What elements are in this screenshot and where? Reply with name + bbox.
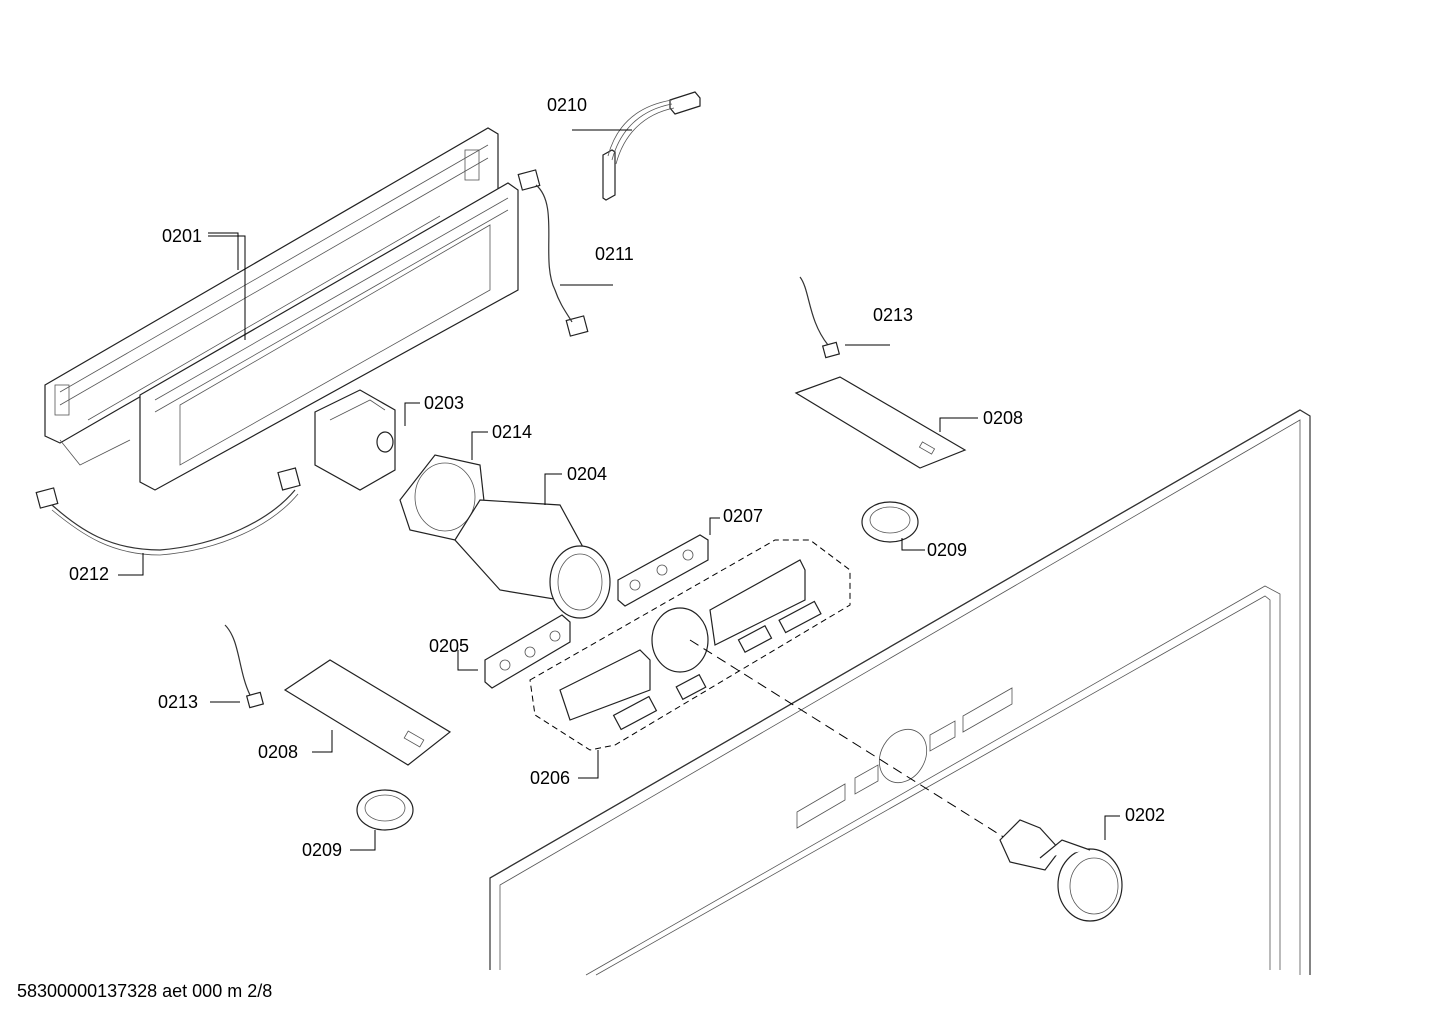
callout-0207: 0207 (723, 506, 763, 526)
board-0208-top (794, 376, 967, 469)
ring-0209-bottom (356, 789, 414, 831)
callout-0210: 0210 (547, 95, 587, 115)
ring-0209-top (861, 501, 919, 543)
bracket-0203 (314, 389, 396, 491)
switch-board-0207 (617, 534, 709, 607)
button-assembly-0206 (529, 539, 851, 751)
callout-0209-bottom: 0209 (302, 840, 342, 860)
sensor-0213-top (799, 276, 841, 359)
callout-0213-top: 0213 (873, 305, 913, 325)
callout-0206: 0206 (530, 768, 570, 788)
callout-0205: 0205 (429, 636, 469, 656)
switch-board-0205 (484, 614, 571, 689)
callout-0212: 0212 (69, 564, 109, 584)
document-id: 58300000137328 aet 000 m 2/8 (17, 981, 273, 1001)
board-0208-bottom (283, 659, 452, 766)
callout-0201: 0201 (162, 226, 202, 246)
callout-0214: 0214 (492, 422, 532, 442)
callout-0202: 0202 (1125, 805, 1165, 825)
cable-0212 (35, 467, 301, 556)
callout-0211: 0211 (595, 244, 634, 264)
callout-0213-bottom: 0213 (158, 692, 198, 712)
frame-rails-0201 (44, 127, 519, 491)
callout-0208-bottom: 0208 (258, 742, 298, 762)
cable-0211 (517, 169, 589, 337)
rotary-switch-0204 (454, 499, 611, 619)
callout-0208-top: 0208 (983, 408, 1023, 428)
callout-labels: 0201 0210 0211 0213 0208 0203 0214 0204 … (69, 95, 1165, 860)
knob-0202 (689, 639, 1123, 922)
sensor-0213-bottom (224, 624, 265, 709)
leader-lines (118, 129, 1120, 851)
callout-0204: 0204 (567, 464, 607, 484)
ribbon-cable-0210 (602, 91, 701, 201)
callout-0209-top: 0209 (927, 540, 967, 560)
callout-0203: 0203 (424, 393, 464, 413)
oven-front-panel (489, 409, 1311, 976)
